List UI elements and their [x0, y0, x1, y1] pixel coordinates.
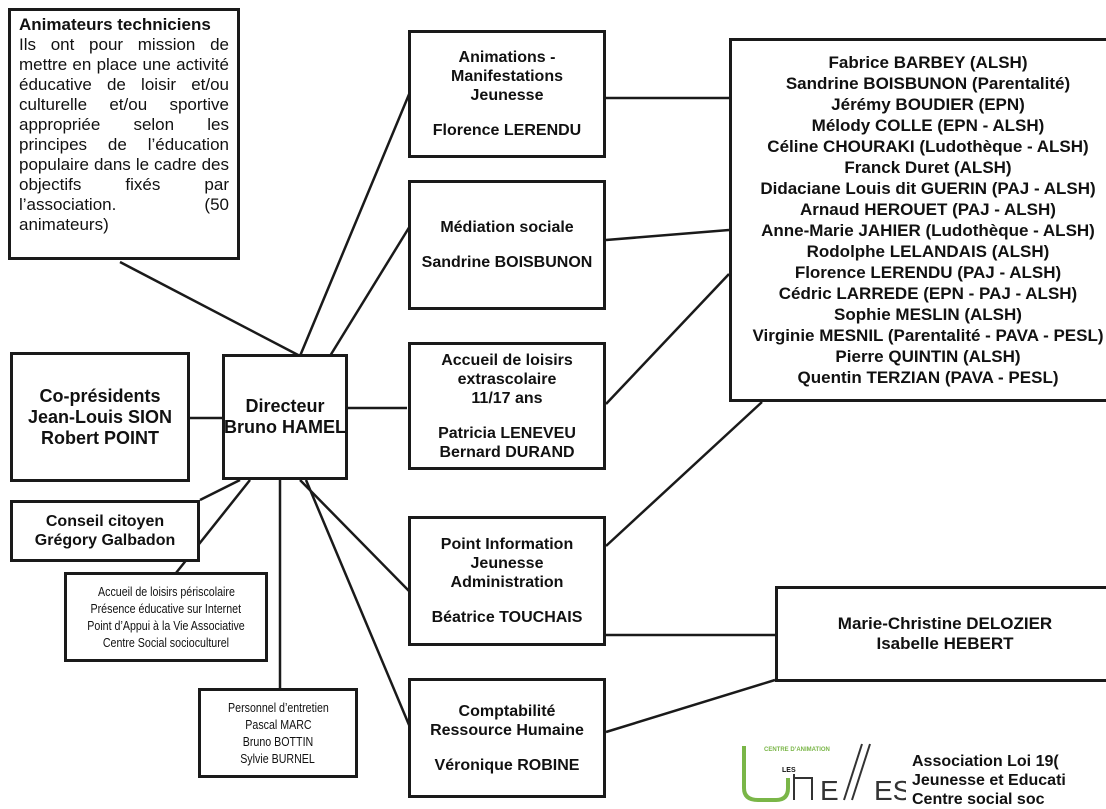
presidents-role: Co-présidents [39, 385, 161, 406]
compta-person: Véronique ROBINE [434, 756, 580, 774]
connector-directeur-conseil [199, 478, 241, 502]
animator-item: Pierre QUINTIN (ALSH) [835, 347, 1021, 366]
animations-person: Florence LERENDU [432, 122, 582, 139]
animator-item: Jérémy BOUDIER (EPN) [831, 95, 1025, 114]
connector-directeur-pij [299, 479, 411, 593]
connector-mediation-animators [605, 228, 730, 242]
periscolaire-item: Accueil de loisirs périscolaire [97, 584, 235, 599]
pij-title: Point Information [440, 536, 574, 553]
pij-title: Jeunesse [470, 555, 544, 572]
periscolaire-item: Centre Social socioculturel [102, 635, 230, 650]
animator-item: Arnaud HEROUET (PAJ - ALSH) [800, 200, 1056, 219]
animations-box: Animations - Manifestations Jeunesse Flo… [408, 30, 606, 158]
techniciens-description: Ils ont pour mission de mettre en place … [19, 35, 229, 234]
periscolaire-item: Point d’Appui à la Vie Associative [87, 618, 245, 633]
footer-line: Jeunesse et Educati [912, 772, 1066, 789]
connector-compta-secretariat [605, 678, 776, 734]
conseil-name: Grégory Galbadon [34, 532, 176, 549]
animator-item: Quentin TERZIAN (PAVA - PESL) [797, 368, 1059, 387]
secretariat-box: Marie-Christine DELOZIER Isabelle HEBERT [775, 586, 1106, 682]
pij-title: Administration [450, 574, 564, 591]
animators-box: Fabrice BARBEY (ALSH) Sandrine BOISBUNON … [729, 38, 1106, 402]
connector-directeur-compta [304, 479, 414, 733]
accueil-title: extrascolaire [457, 370, 557, 388]
logo-graphic: CENTRE D’ANIMATION LES E ES [742, 743, 911, 806]
periscolaire-item: Présence éducative sur Internet [90, 601, 242, 616]
conseil-box: Conseil citoyen Grégory Galbadon [10, 500, 200, 562]
connector-pij-animators [605, 401, 763, 547]
svg-text:E: E [820, 775, 839, 804]
animator-item: Mélody COLLE (EPN - ALSH) [811, 116, 1045, 135]
secretariat-name: Isabelle HEBERT [876, 634, 1014, 653]
techniciens-box: Animateurs techniciens Ils ont pour miss… [8, 8, 240, 260]
presidents-box: Co-présidents Jean-Louis SION Robert POI… [10, 352, 190, 482]
compta-title: Ressource Humaine [430, 721, 584, 739]
animator-item: Florence LERENDU (PAJ - ALSH) [794, 263, 1062, 282]
compta-box: Comptabilité Ressource Humaine Véronique… [408, 678, 606, 798]
entretien-name: Bruno BOTTIN [242, 734, 314, 749]
president-name: Jean-Louis SION [27, 406, 173, 427]
periscolaire-box: Accueil de loisirs périscolaire Présence… [64, 572, 268, 662]
president-name: Robert POINT [40, 427, 159, 448]
mediation-box: Médiation sociale Sandrine BOISBUNON [408, 180, 606, 310]
footer-line: Association Loi 19( [912, 753, 1059, 770]
conseil-role: Conseil citoyen [45, 513, 165, 530]
entretien-name: Pascal MARC [244, 717, 312, 732]
connector-directeur-techniciens [119, 260, 301, 358]
directeur-box: Directeur Bruno HAMEL [222, 354, 348, 480]
entretien-name: Sylvie BURNEL [240, 751, 316, 766]
entretien-box: Personnel d’entretien Pascal MARC Bruno … [198, 688, 358, 778]
animator-item: Céline CHOURAKI (Ludothèque - ALSH) [767, 137, 1089, 156]
accueil-title: Accueil de loisirs [441, 351, 573, 369]
animations-title: Jeunesse [470, 87, 544, 104]
connector-directeur-animations [298, 91, 412, 357]
animations-title: Animations - [458, 49, 556, 66]
svg-text:LES: LES [782, 767, 796, 774]
accueil-box: Accueil de loisirs extrascolaire 11/17 a… [408, 342, 606, 470]
connector-directeur-mediation [328, 225, 412, 357]
animator-item: Fabrice BARBEY (ALSH) [828, 53, 1028, 72]
directeur-role: Directeur [245, 396, 325, 416]
animator-item: Virginie MESNIL (Parentalité - PAVA - PE… [752, 326, 1104, 345]
animator-item: Anne-Marie JAHIER (Ludothèque - ALSH) [761, 221, 1095, 240]
techniciens-title: Animateurs techniciens [19, 15, 211, 34]
animator-item: Cédric LARREDE (EPN - PAJ - ALSH) [778, 284, 1078, 303]
animator-item: Sophie MESLIN (ALSH) [834, 305, 1022, 324]
connector-accueil-animators [605, 273, 730, 405]
animator-item: Franck Duret (ALSH) [844, 158, 1012, 177]
accueil-title: 11/17 ans [471, 389, 543, 407]
compta-title: Comptabilité [458, 702, 556, 720]
pij-box: Point Information Jeunesse Administratio… [408, 516, 606, 646]
directeur-name: Bruno HAMEL [224, 417, 346, 437]
association-footer: Association Loi 19( Jeunesse et Educati … [912, 752, 1106, 809]
pij-person: Béatrice TOUCHAIS [431, 609, 583, 626]
svg-text:ES: ES [874, 775, 906, 804]
animator-item: Sandrine BOISBUNON (Parentalité) [785, 74, 1071, 93]
centre-logo: CENTRE D’ANIMATION LES E ES [736, 738, 911, 806]
animator-item: Didaciane Louis dit GUERIN (PAJ - ALSH) [760, 179, 1096, 198]
entretien-role: Personnel d’entretien [227, 700, 329, 715]
animator-list: Fabrice BARBEY (ALSH) Sandrine BOISBUNON … [750, 52, 1106, 388]
accueil-person: Patricia LENEVEU [438, 424, 576, 442]
svg-text:CENTRE D’ANIMATION: CENTRE D’ANIMATION [764, 747, 830, 753]
footer-line: Centre social soc [912, 791, 1045, 808]
mediation-title: Médiation sociale [440, 219, 574, 236]
animator-item: Rodolphe LELANDAIS (ALSH) [806, 242, 1050, 261]
animations-title: Manifestations [450, 68, 563, 85]
secretariat-name: Marie-Christine DELOZIER [837, 614, 1053, 633]
accueil-person: Bernard DURAND [439, 443, 575, 461]
mediation-person: Sandrine BOISBUNON [421, 254, 593, 271]
